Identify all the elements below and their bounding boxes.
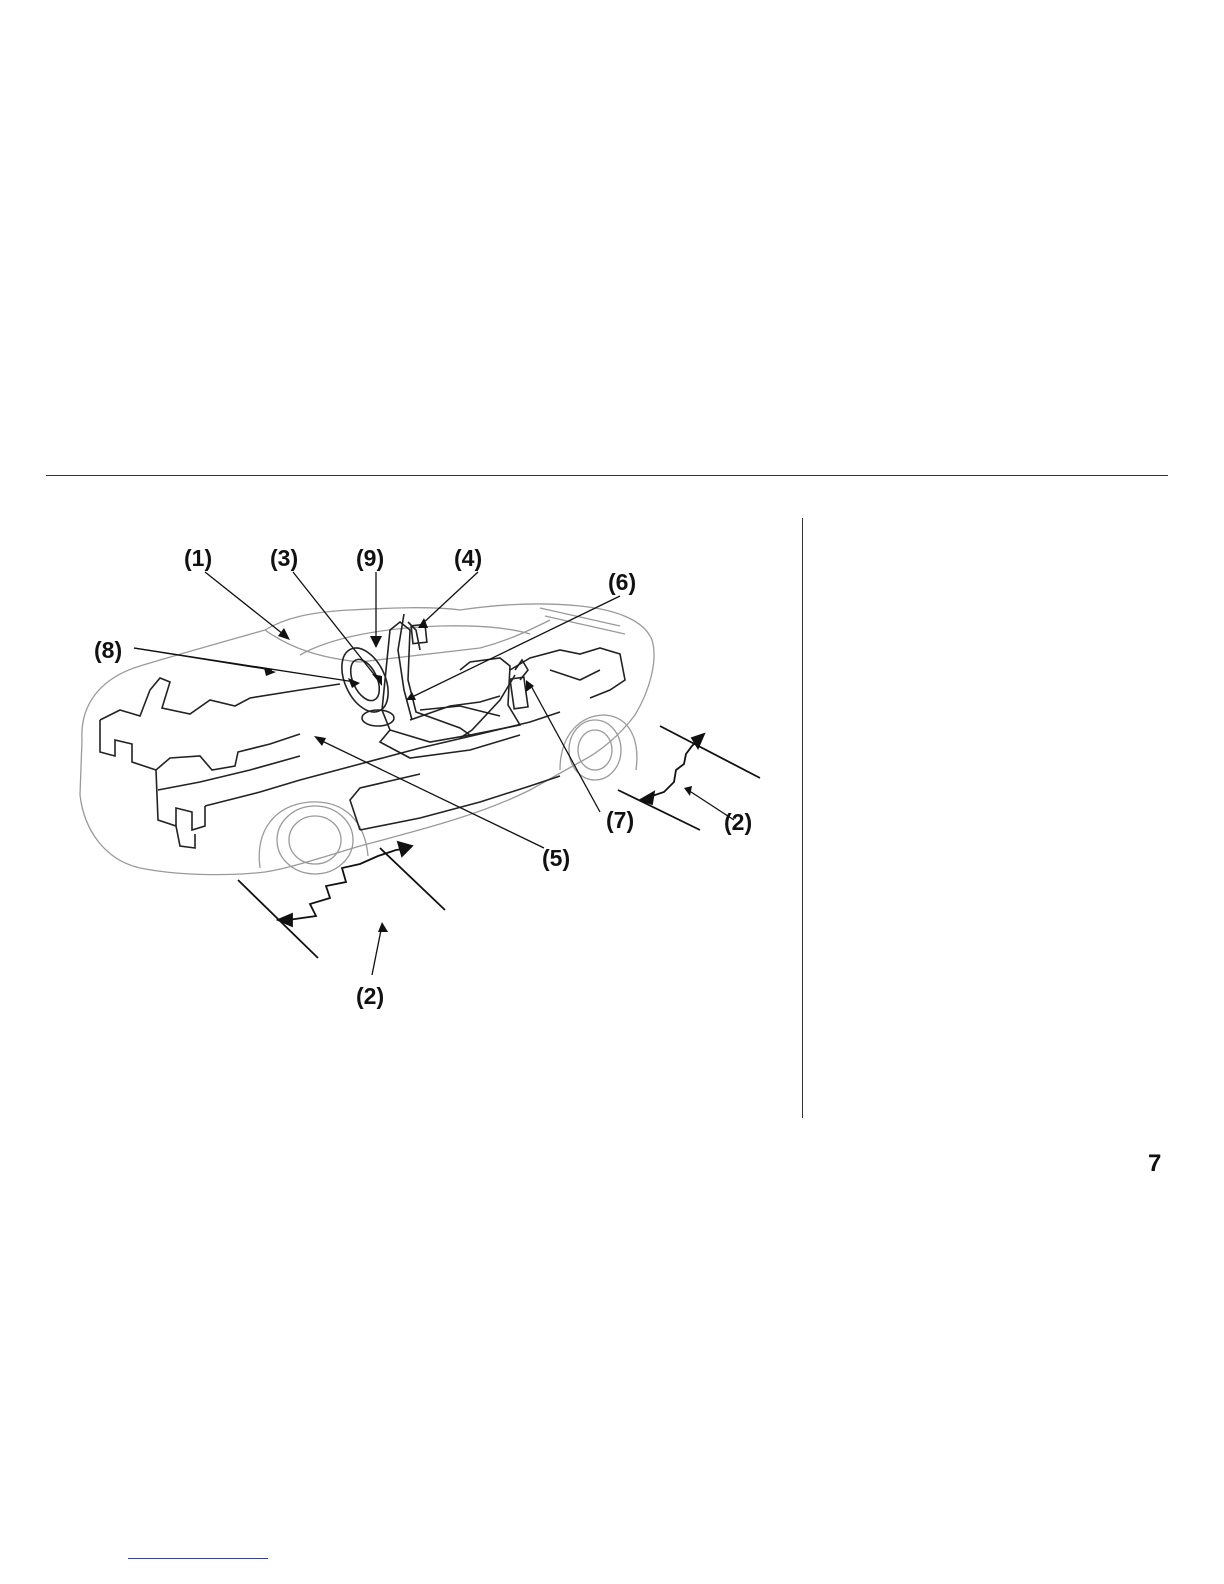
callout-label-7: (7) <box>606 807 634 833</box>
vehicle-restraint-system-illustration: (1) (3) (9) (4) (6) (8) (7) (2) (5) (2) <box>60 530 790 1030</box>
car-body-outline <box>80 604 654 875</box>
top-divider-rule <box>46 475 1168 476</box>
callout-label-8: (8) <box>94 637 122 663</box>
page-number: 7 <box>1148 1150 1161 1178</box>
callout-label-6: (6) <box>608 569 636 595</box>
column-divider-rule <box>802 518 803 1118</box>
callout-label-5: (5) <box>542 845 570 871</box>
callout-label-2-bottom: (2) <box>356 983 384 1009</box>
callout-label-3: (3) <box>270 545 298 571</box>
callout-leader-lines <box>134 572 734 975</box>
vehicle-frame-structure <box>100 614 625 848</box>
callout-label-2-right: (2) <box>724 809 752 835</box>
footer-link-underline[interactable] <box>128 1558 268 1559</box>
callout-label-4: (4) <box>454 545 482 571</box>
callout-label-9: (9) <box>356 545 384 571</box>
callout-label-1: (1) <box>184 545 212 571</box>
impact-arrow-lower <box>238 842 445 958</box>
